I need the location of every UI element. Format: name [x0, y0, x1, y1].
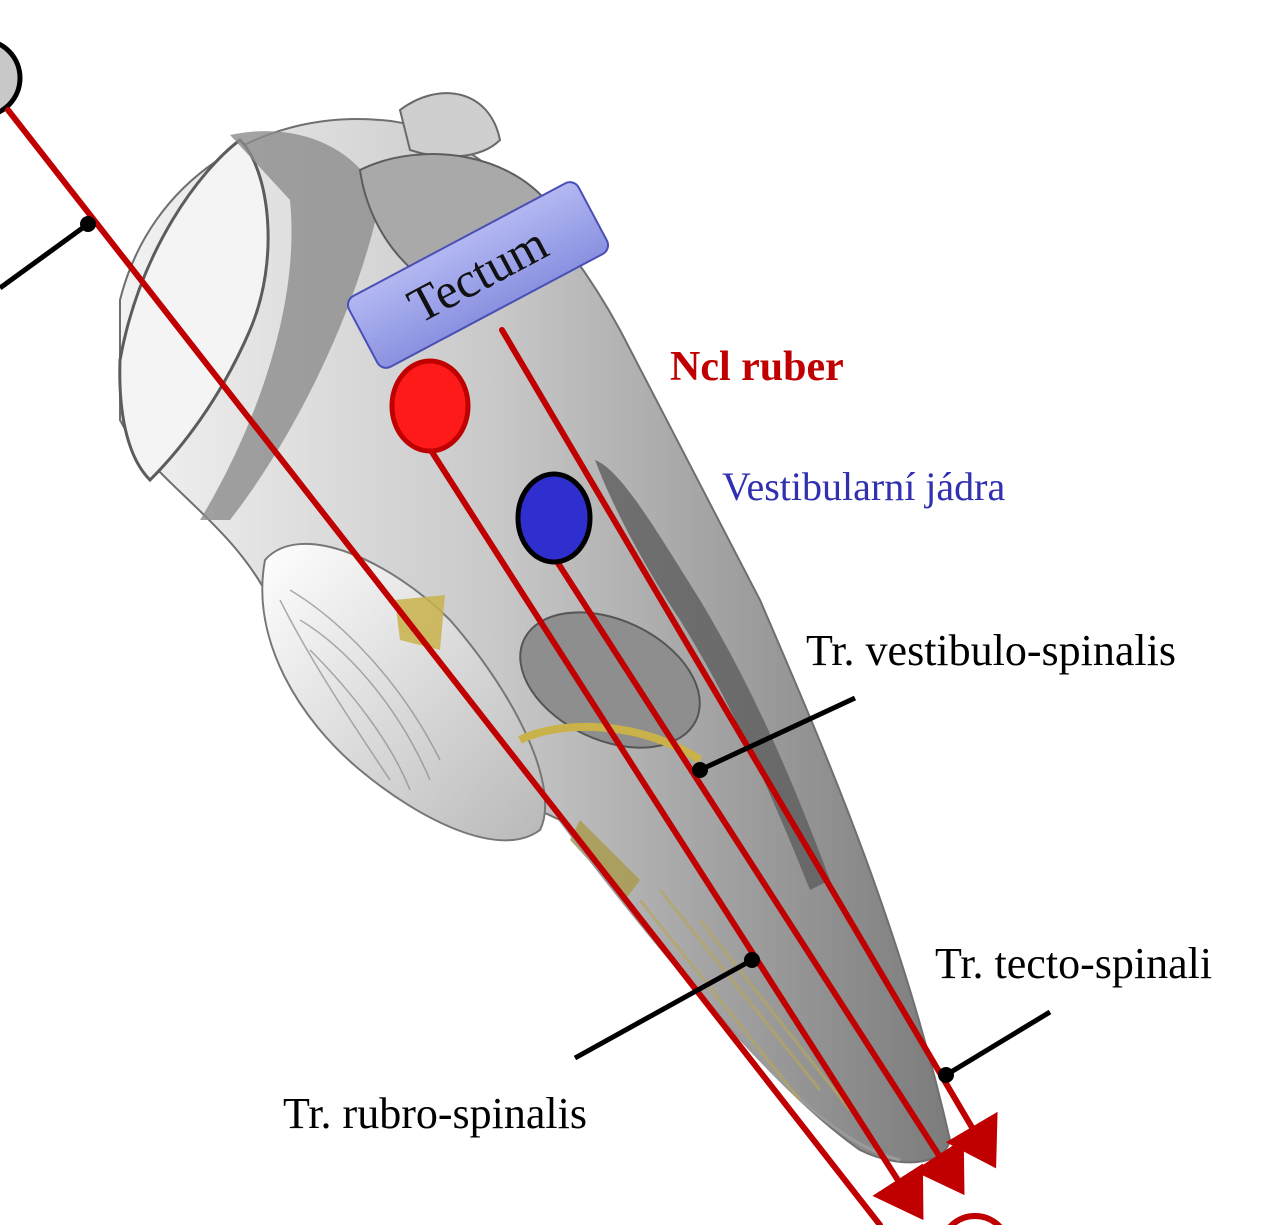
tr-tectospinalis-label: Tr. tecto-spinali — [935, 939, 1212, 988]
cortex-origin-node — [0, 40, 20, 116]
colliculus-lobe — [400, 93, 500, 156]
tr-rubrospinalis-label: Tr. rubro-spinalis — [283, 1089, 587, 1138]
leader-dot-vestibulo — [692, 762, 708, 778]
leader-dot-tecto — [938, 1067, 954, 1083]
tr-vestibulospinalis-label: Tr. vestibulo-spinalis — [806, 626, 1176, 675]
spinal-target-node — [941, 1216, 1009, 1225]
ncl-ruber-label: Ncl ruber — [670, 344, 844, 390]
vestibular-nucleus-node — [518, 474, 590, 562]
vestibular-nuclei-label: Vestibularní jádra — [722, 464, 1005, 509]
leader-tecto — [946, 1012, 1050, 1075]
ncl-ruber-node — [392, 361, 468, 451]
leader-cortex — [0, 224, 88, 288]
leader-dot-cortex — [80, 216, 96, 232]
leader-dot-rubro — [744, 952, 760, 968]
